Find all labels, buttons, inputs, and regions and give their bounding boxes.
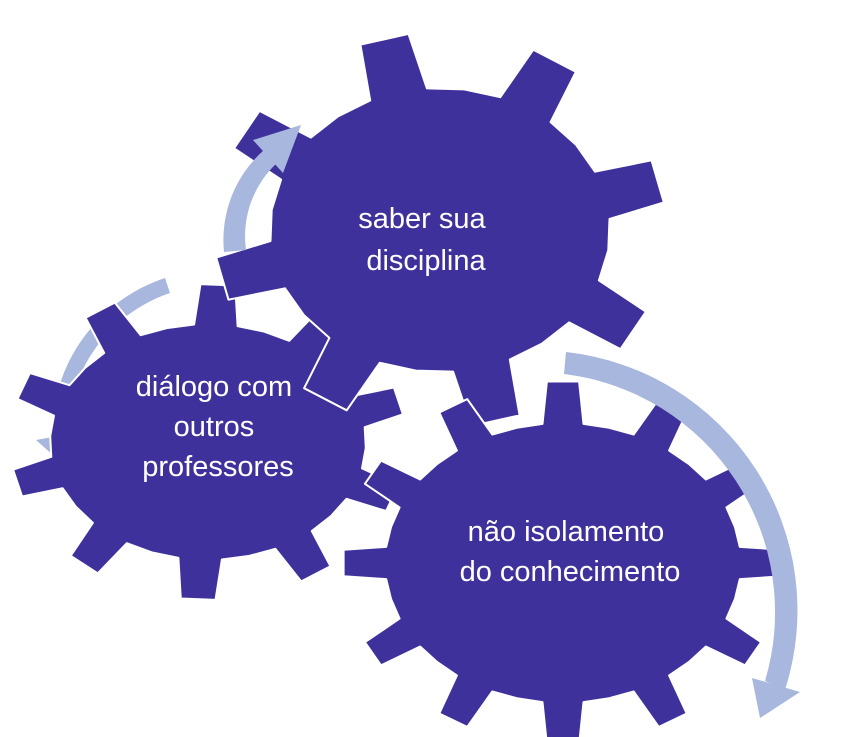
gear-dialogo: diálogo com outros professores <box>12 283 404 601</box>
gear-saber-line-2: disciplina <box>366 245 486 277</box>
gear-nao-isolamento: não isolamento do conhecimento <box>342 380 784 737</box>
gear-bottom-shape <box>342 380 784 737</box>
curved-arrow-right <box>564 352 800 718</box>
arrow-right-body <box>564 352 798 690</box>
gear-dialogo-label: diálogo com outros professores <box>136 371 300 483</box>
gear-nao-isolamento-line-2: do conhecimento <box>460 556 681 588</box>
gear-saber: saber sua disciplina <box>215 32 665 428</box>
gear-dialogo-line-1: diálogo com <box>136 371 292 403</box>
arrow-top-head <box>253 125 301 173</box>
gear-dialogo-line-3: professores <box>142 451 294 483</box>
gear-dialogo-line-2: outros <box>174 411 255 443</box>
gear-saber-line-1: saber sua <box>358 203 486 235</box>
arrow-top-body <box>223 150 278 252</box>
gear-top-shape <box>215 32 665 428</box>
curved-arrow-top <box>223 125 301 252</box>
gear-saber-label: saber sua disciplina <box>358 203 493 277</box>
gear-nao-isolamento-line-1: não isolamento <box>468 516 665 548</box>
arrow-right-head <box>752 678 800 718</box>
gear-nao-isolamento-label: não isolamento do conhecimento <box>460 516 681 588</box>
